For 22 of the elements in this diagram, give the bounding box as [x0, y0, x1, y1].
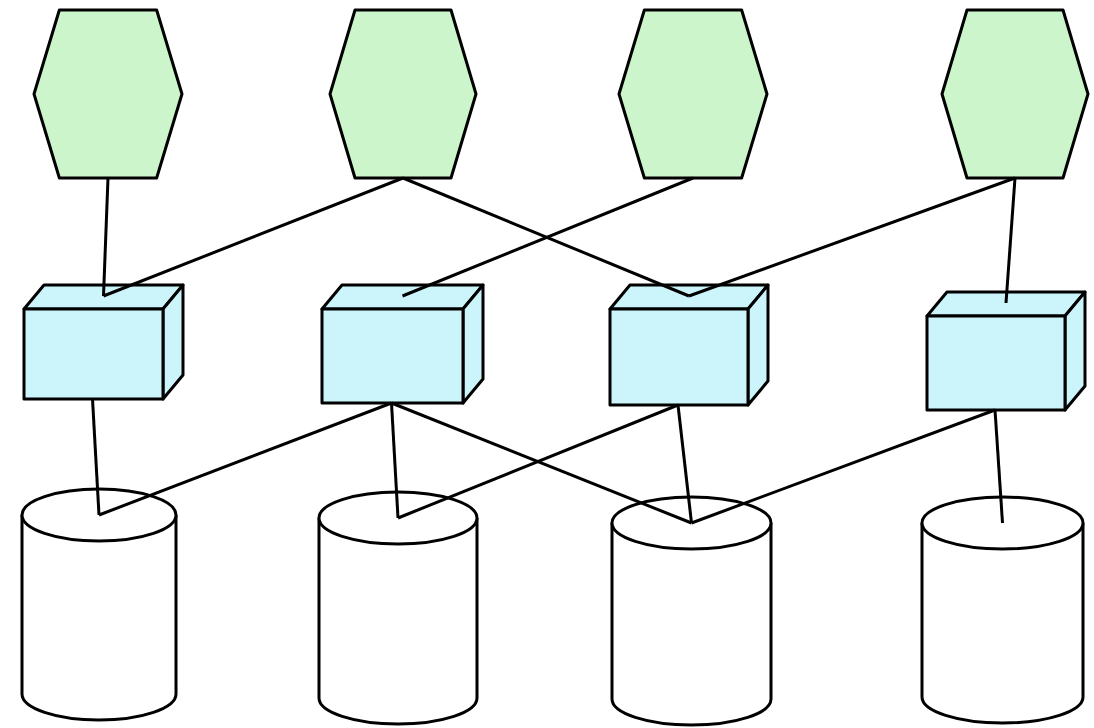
- cylinder-shape: [317, 490, 479, 726]
- connector-line: [91, 398, 101, 516]
- connector-line: [102, 176, 404, 298]
- connector-line: [102, 177, 110, 297]
- connector-line: [688, 176, 1016, 298]
- connector-line: [1004, 177, 1017, 304]
- hexagon-shape: [940, 8, 1090, 180]
- hexagon-shape: [328, 8, 478, 180]
- hexagon-shape: [617, 8, 769, 180]
- cube-shape: [320, 283, 485, 405]
- cube-shape: [22, 283, 185, 401]
- cylinder-shape: [920, 495, 1085, 725]
- cube-shape: [925, 290, 1087, 412]
- connector-line: [98, 401, 393, 517]
- cylinder-shape: [20, 487, 178, 722]
- connector-line: [676, 404, 693, 524]
- connector-line: [390, 402, 400, 519]
- connector-line: [993, 409, 1004, 524]
- cylinder-shape: [610, 495, 773, 727]
- cube-shape: [608, 283, 770, 407]
- hexagon-shape: [32, 8, 184, 180]
- connector-line: [690, 408, 996, 525]
